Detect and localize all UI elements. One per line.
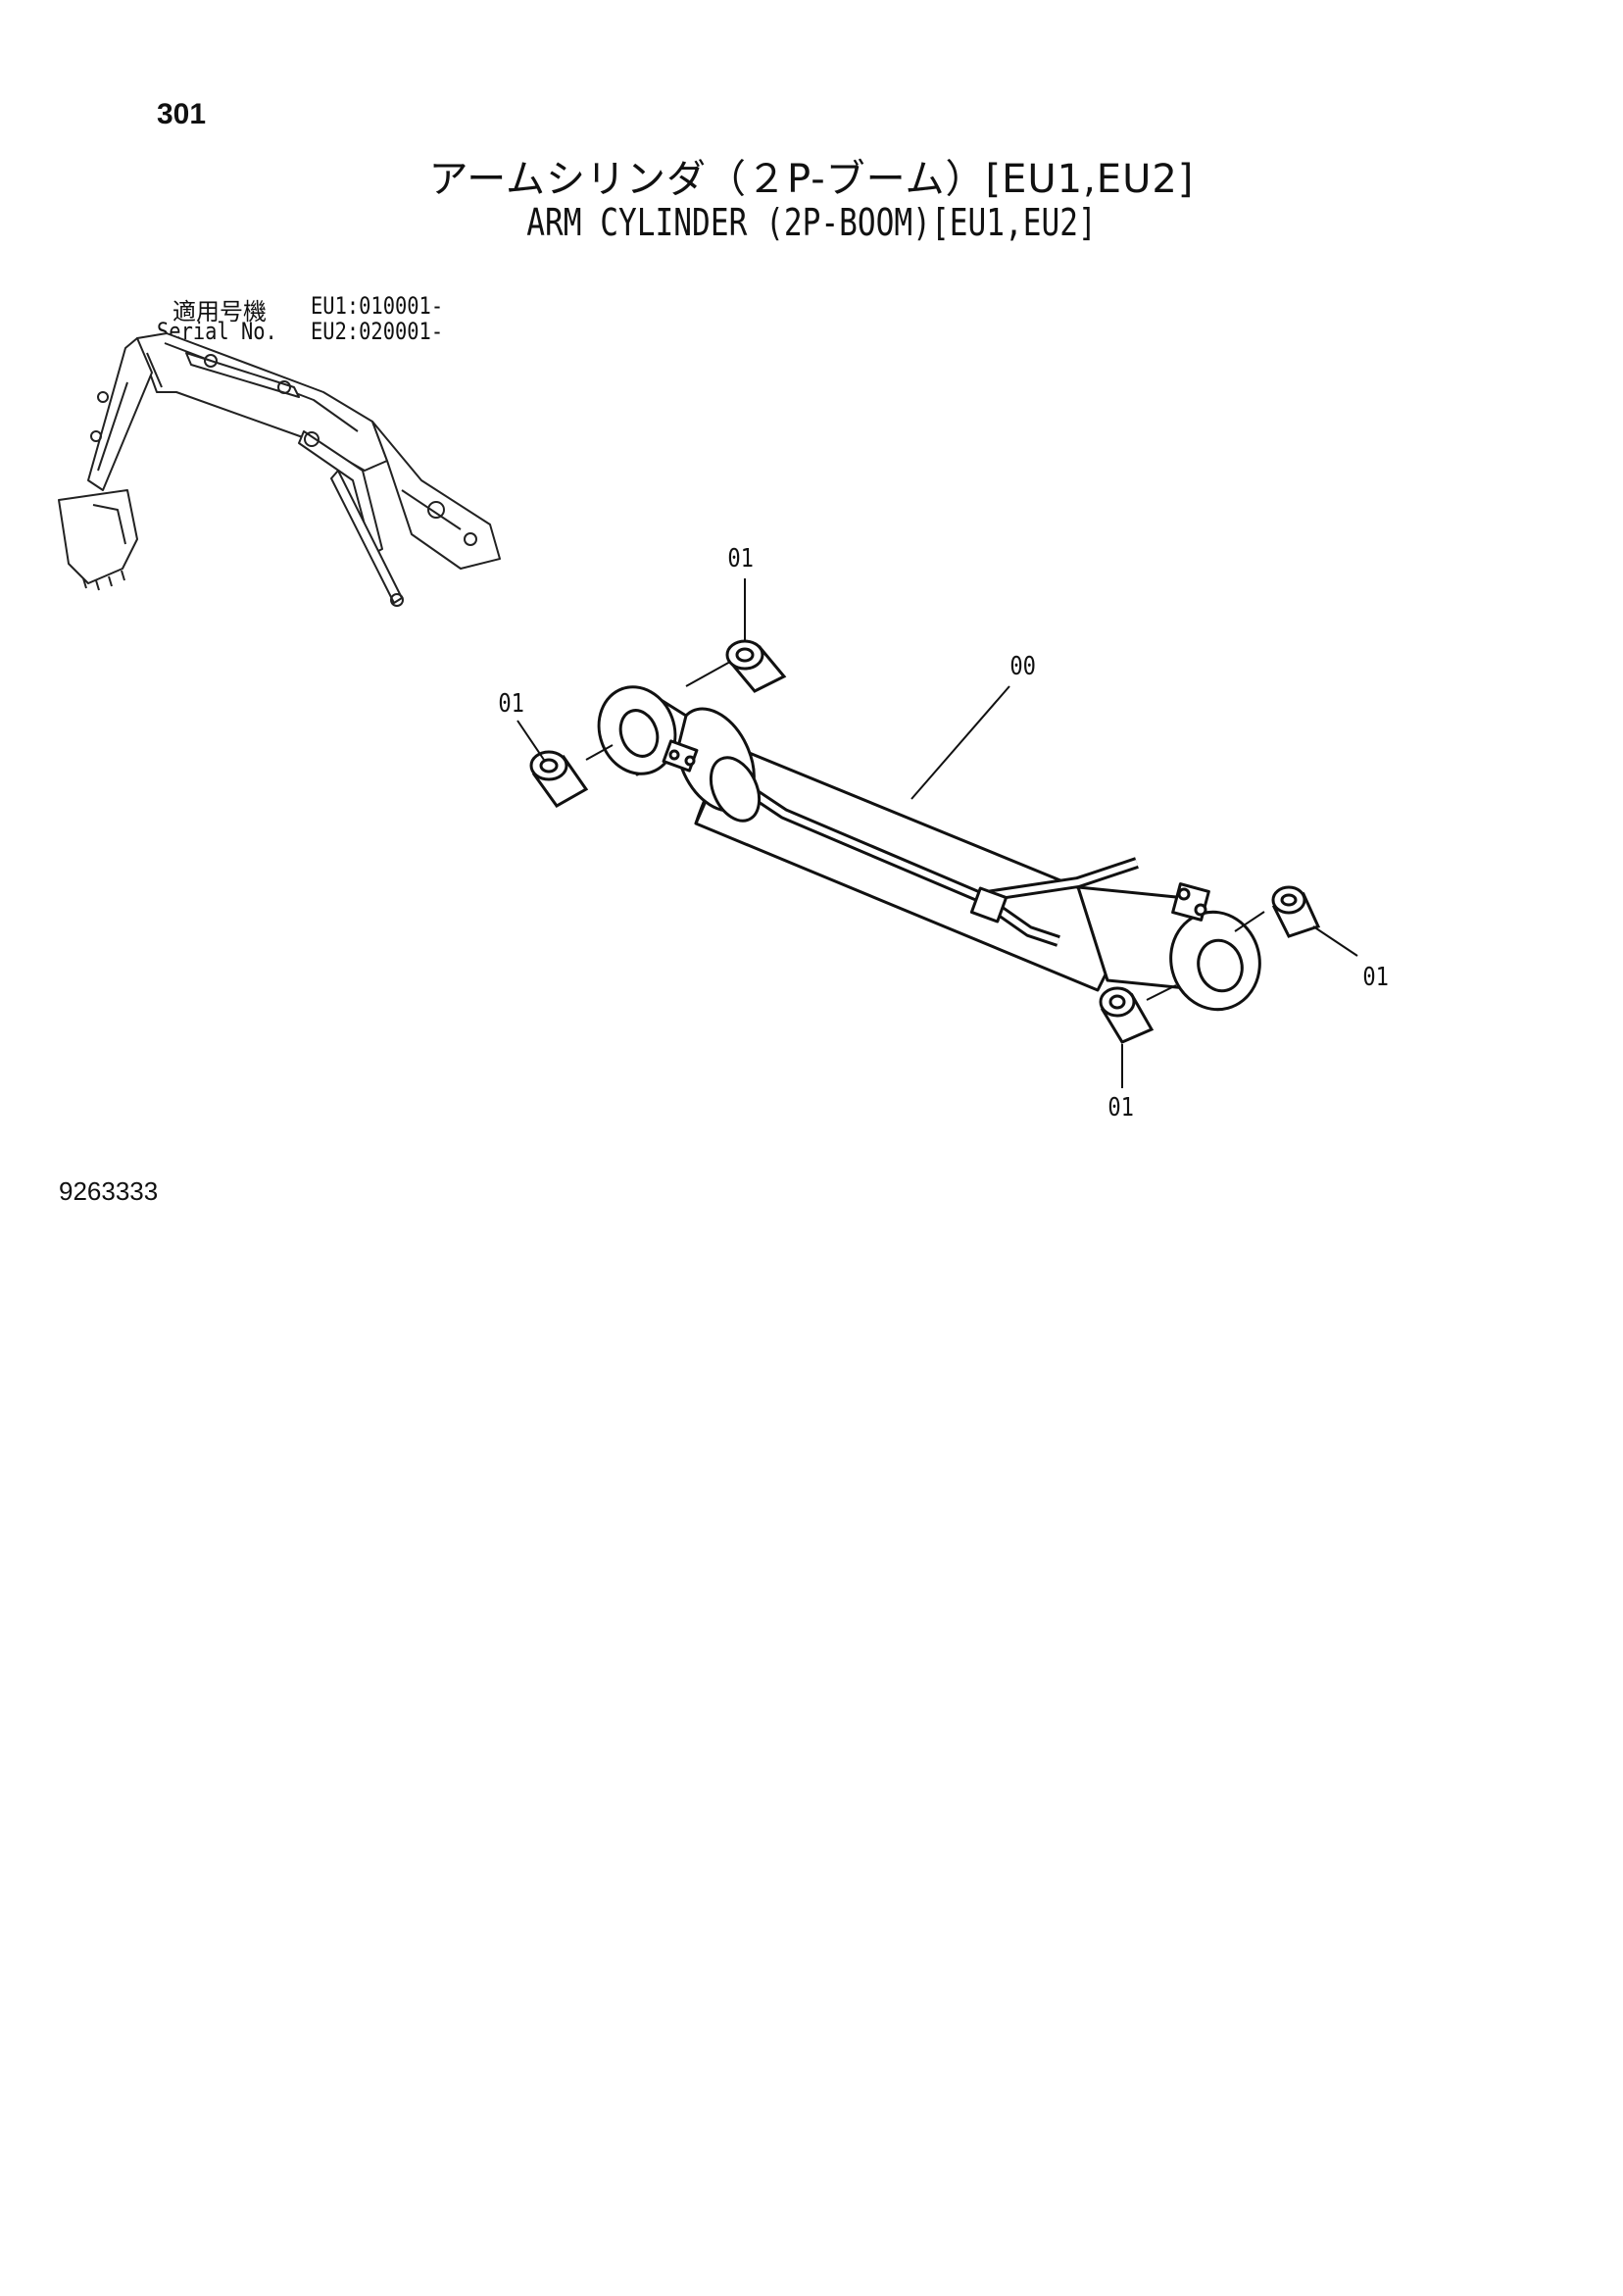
serial-range-eu2: EU2:020001-	[311, 318, 444, 345]
leader-lines	[516, 578, 1358, 1088]
bushing-right	[1271, 885, 1321, 938]
excavator-overview-illustration	[58, 332, 501, 607]
callout-bottom-bushing: 01	[1107, 1093, 1134, 1123]
callout-left-bushing: 01	[498, 689, 524, 719]
serial-label-japanese: 適用号機	[172, 298, 267, 325]
callout-right-bushing: 01	[1362, 963, 1389, 992]
serial-range-eu1: EU1:010001-	[311, 292, 444, 320]
bushing-bottom	[1099, 986, 1155, 1044]
bushing-top	[725, 639, 787, 693]
arm-cylinder-assembly	[597, 685, 1261, 1012]
page-number: 301	[157, 98, 207, 130]
page-title-japanese: アームシリンダ（２P-ブーム）[EU1,EU2]	[428, 157, 1195, 202]
callout-arm-cylinder: 00	[1009, 652, 1036, 681]
bushing-left	[529, 750, 589, 808]
drawing-number: 9263333	[59, 1176, 159, 1206]
callout-top-bushing: 01	[727, 544, 754, 574]
page-title-english: ARM CYLINDER (2P-BOOM)[EU1,EU2]	[526, 201, 1097, 244]
